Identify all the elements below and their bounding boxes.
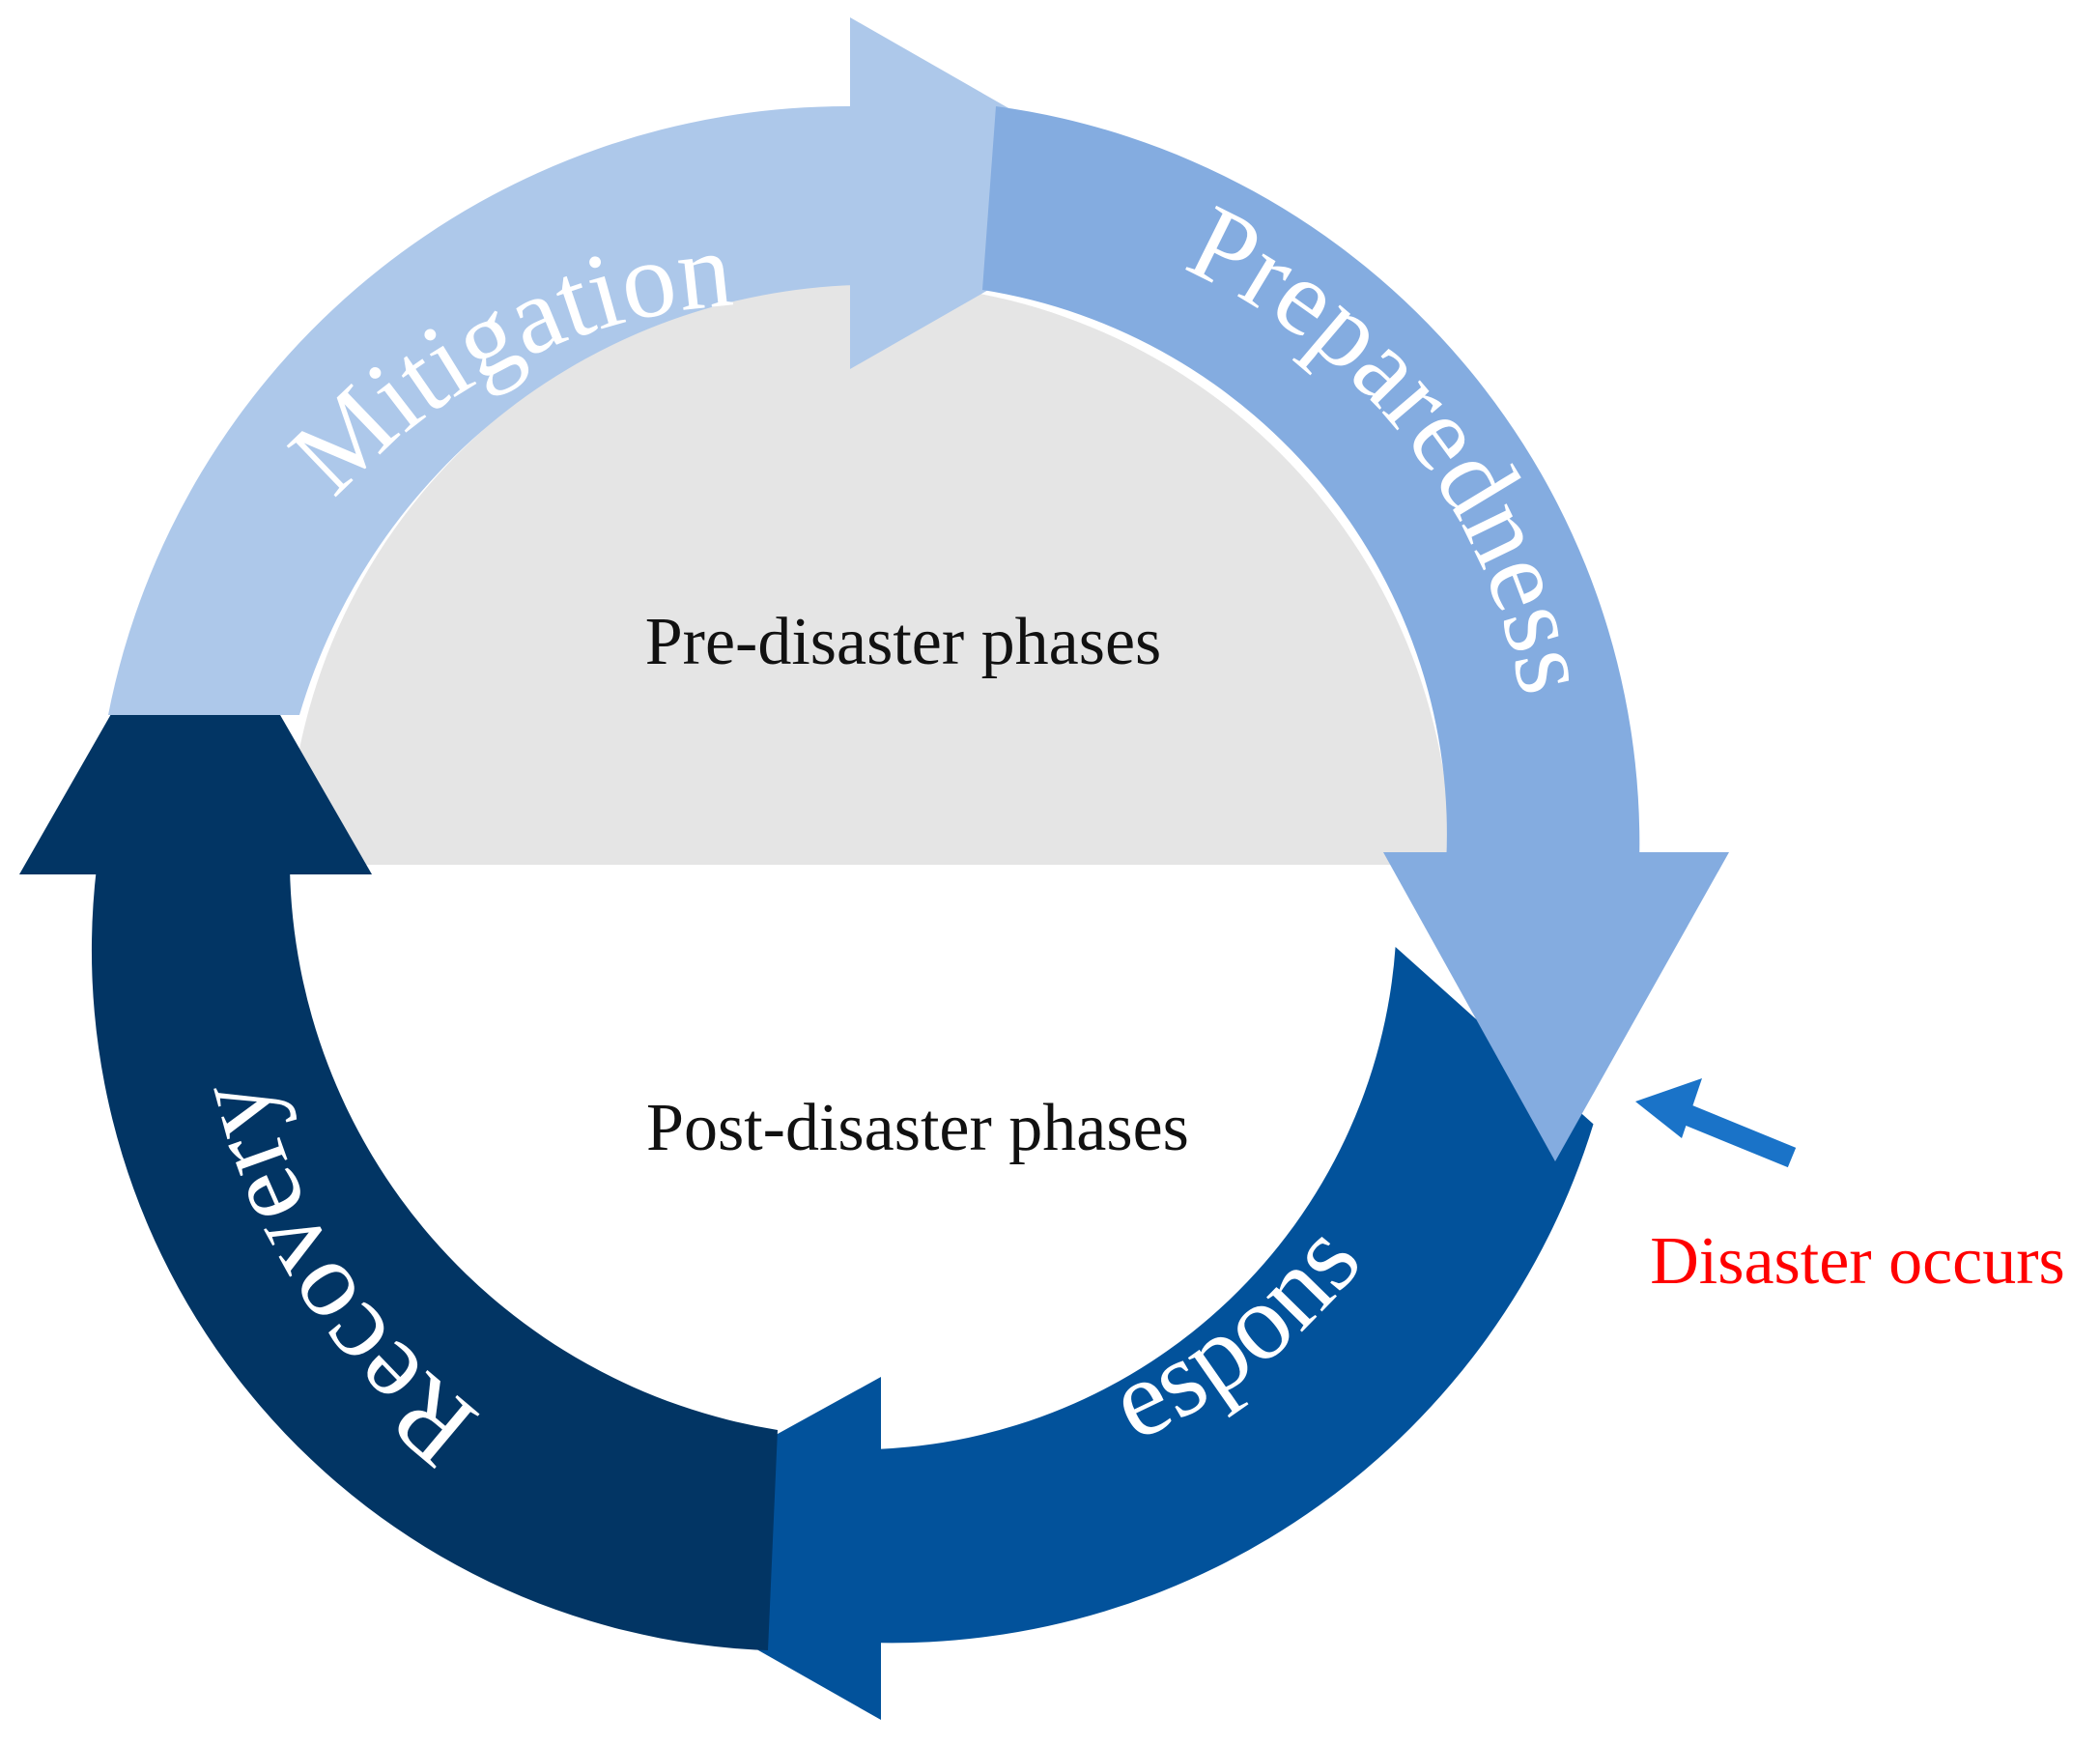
disaster-arrow-head xyxy=(1635,1078,1702,1138)
recovery-arrowhead xyxy=(19,567,372,874)
pre-disaster-label: Pre-disaster phases xyxy=(645,605,1162,679)
post-disaster-label: Post-disaster phases xyxy=(646,1091,1189,1165)
preparedness-arrowhead xyxy=(1383,852,1729,1161)
preparedness-phase xyxy=(982,106,1729,1161)
recovery-phase xyxy=(19,567,778,1650)
pre-disaster-half xyxy=(288,283,1451,865)
recovery-band xyxy=(91,868,778,1650)
disaster-occurs-pointer: Disaster occurs xyxy=(1635,1078,2065,1299)
mitigation-band xyxy=(108,105,855,715)
disaster-arrow-shaft xyxy=(1681,1103,1797,1168)
preparedness-band xyxy=(982,106,1640,865)
response-band xyxy=(869,947,1594,1644)
disaster-occurs-label: Disaster occurs xyxy=(1650,1224,2065,1299)
